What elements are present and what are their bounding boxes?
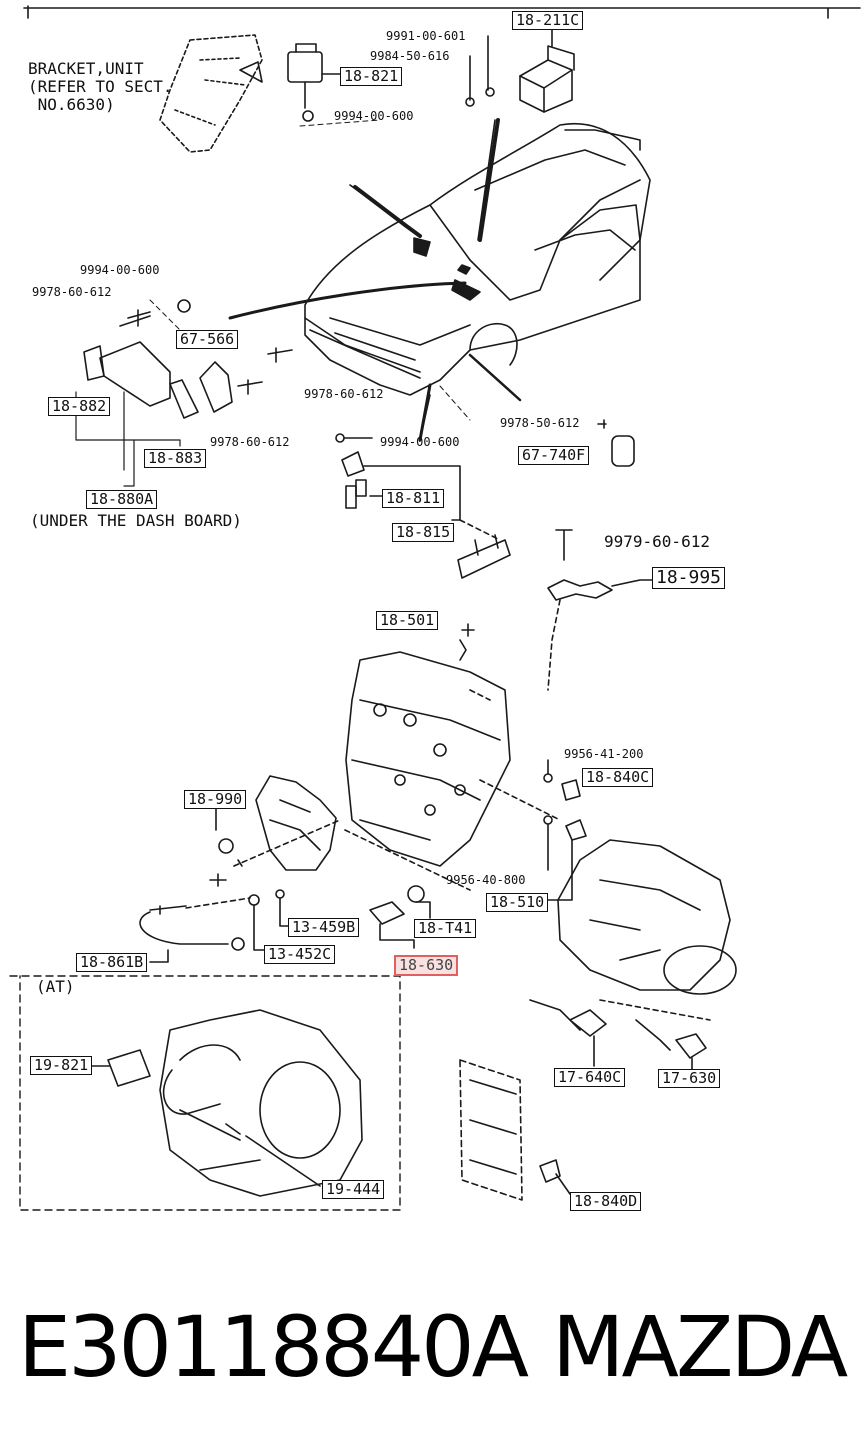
callout-18-995: 18-995 <box>652 567 726 589</box>
part-number-label: 9978-60-612 <box>304 387 384 401</box>
callout-18-821: 18-821 <box>340 67 403 86</box>
manual-transmission <box>557 839 737 995</box>
callout-19-444: 19-444 <box>322 1180 385 1199</box>
switch-group-18-811 <box>335 433 511 579</box>
part-number-label: 9991-00-601 <box>386 29 466 43</box>
pressure-switches <box>479 759 587 901</box>
callout-19-821: 19-821 <box>30 1056 93 1075</box>
relay-18-821 <box>287 43 341 122</box>
part-number-label: 9978-60-612 <box>210 435 290 449</box>
part-number-label: 9956-40-800 <box>446 873 526 887</box>
part-number-heading: E30118840A <box>18 1298 529 1396</box>
callout-18-880a: 18-880A <box>86 490 158 509</box>
callout-18-861b: 18-861B <box>76 953 148 972</box>
sensor-18-995 <box>547 529 653 691</box>
part-number-label: 9978-60-612 <box>32 285 112 299</box>
callout-67-566: 67-566 <box>176 330 239 349</box>
module-18-880a <box>83 299 293 419</box>
bracket-note: BRACKET,UNIT (REFER TO SECT. NO.6630) <box>28 59 173 114</box>
oxygen-sensors <box>139 889 289 963</box>
callout-18-501: 18-501 <box>376 611 439 630</box>
footer: E30118840A MAZDA <box>0 1292 864 1402</box>
radiator <box>459 1059 571 1201</box>
temperature-sensor-18-630 <box>369 885 431 949</box>
callout-18-811: 18-811 <box>382 489 445 508</box>
unit-18-211c <box>465 19 575 113</box>
part-number-label: 9984-50-616 <box>370 49 450 63</box>
part-number-label: 9994-00-600 <box>334 109 414 123</box>
callout-67-740f: 67-740F <box>518 446 590 465</box>
part-number-label: 9994-00-600 <box>380 435 460 449</box>
exhaust-manifold <box>209 775 341 887</box>
callout-18-840d: 18-840D <box>570 1192 642 1211</box>
part-number-label: 9994-00-600 <box>80 263 160 277</box>
callout-18-510: 18-510 <box>486 893 549 912</box>
automatic-transmission <box>91 1009 363 1197</box>
callout-18-840c: 18-840C <box>582 768 654 787</box>
engine-block <box>344 623 511 891</box>
callout-18-882: 18-882 <box>48 397 111 416</box>
part-number-label: 9956-41-200 <box>564 747 644 761</box>
part-number-label: 9979-60-612 <box>604 532 710 551</box>
callout-18-741: 18-T41 <box>414 919 477 938</box>
part-number-label: 9978-50-612 <box>500 416 580 430</box>
callout-17-640c: 17-640C <box>554 1068 626 1087</box>
callout-18-883: 18-883 <box>144 449 207 468</box>
bracket-unit-sketch <box>159 34 263 153</box>
at-note: (AT) <box>36 977 75 996</box>
callout-18-211c: 18-211C <box>512 11 584 30</box>
callout-18-815: 18-815 <box>392 523 455 542</box>
brand-heading: MAZDA <box>552 1298 848 1396</box>
callout-13-452c: 13-452C <box>264 945 336 964</box>
vehicle-outline <box>304 119 651 441</box>
callout-13-459b: 13-459B <box>288 918 360 937</box>
under-dash-note: (UNDER THE DASH BOARD) <box>30 511 242 530</box>
relay-67-740f <box>597 419 635 467</box>
callout-17-630: 17-630 <box>658 1069 721 1088</box>
callout-18-990: 18-990 <box>184 790 247 809</box>
callout-18-630-highlighted: 18-630 <box>394 955 459 976</box>
speed-sensors <box>529 999 711 1071</box>
